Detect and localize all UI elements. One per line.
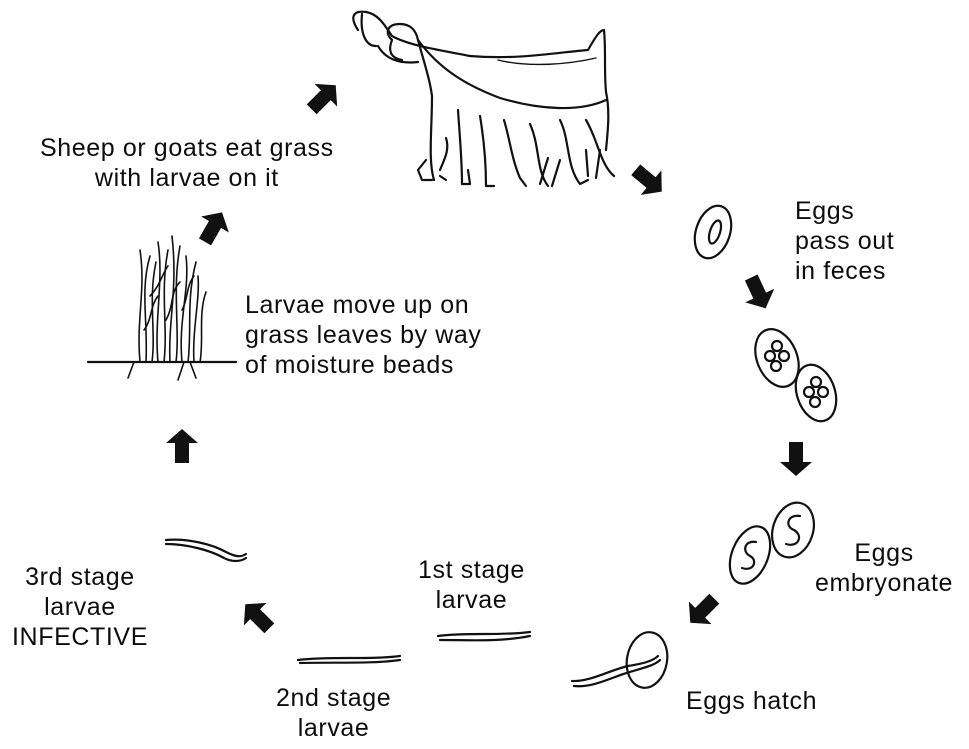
grass-illustration [88, 236, 236, 380]
label-eat-grass-line1: Sheep or goats eat grass [40, 133, 334, 163]
label-stage3-line3: INFECTIVE [12, 622, 148, 652]
arrow-to-hatch [679, 587, 726, 634]
arrow-to-developing-eggs [737, 271, 780, 315]
label-stage3-line2: larvae [12, 592, 148, 622]
egg-in-feces [688, 201, 737, 263]
hatching-egg [572, 629, 672, 691]
label-stage3-larvae: 3rd stage larvae INFECTIVE [12, 562, 148, 652]
label-eat-grass: Sheep or goats eat grass with larvae on … [40, 133, 334, 193]
label-eggs-embryonate-line2: embryonate [815, 568, 953, 598]
label-stage2-larvae: 2nd stage larvae [276, 683, 391, 743]
label-stage2-line2: larvae [276, 713, 391, 743]
arrow-to-eating [191, 204, 236, 249]
label-stage1-line1: 1st stage [418, 555, 525, 585]
label-eat-grass-line2: with larvae on it [40, 163, 334, 193]
arrow-to-stage3 [234, 593, 281, 640]
arrow-to-eggs [625, 157, 672, 203]
larva-stage-3-illustration [166, 540, 246, 561]
larva-stage-1-illustration [438, 632, 530, 640]
label-larvae-move-line3: of moisture beads [245, 350, 482, 380]
label-eggs-pass-line3: in feces [795, 256, 894, 286]
label-stage2-line1: 2nd stage [276, 683, 391, 713]
label-larvae-move-up: Larvae move up on grass leaves by way of… [245, 290, 482, 380]
label-stage3-line1: 3rd stage [12, 562, 148, 592]
label-eggs-pass-line1: Eggs [795, 196, 894, 226]
label-stage1-line2: larvae [418, 585, 525, 615]
label-eggs-pass-line2: pass out [795, 226, 894, 256]
larva-stage-2-illustration [298, 656, 400, 663]
arrow-to-embryonate [780, 442, 812, 476]
label-eggs-hatch: Eggs hatch [686, 686, 817, 716]
developing-eggs [747, 323, 843, 427]
label-larvae-move-line2: grass leaves by way [245, 320, 482, 350]
label-eggs-embryonate-line1: Eggs [815, 538, 953, 568]
embryonated-eggs [722, 497, 821, 589]
label-eggs-embryonate: Eggs embryonate [815, 538, 953, 598]
arrow-to-grass [166, 429, 198, 463]
arrow-to-goats [300, 74, 347, 121]
goats-illustration [353, 12, 614, 186]
label-eggs-hatch-text: Eggs hatch [686, 686, 817, 716]
label-stage1-larvae: 1st stage larvae [418, 555, 525, 615]
label-eggs-pass-out: Eggs pass out in feces [795, 196, 894, 286]
label-larvae-move-line1: Larvae move up on [245, 290, 482, 320]
